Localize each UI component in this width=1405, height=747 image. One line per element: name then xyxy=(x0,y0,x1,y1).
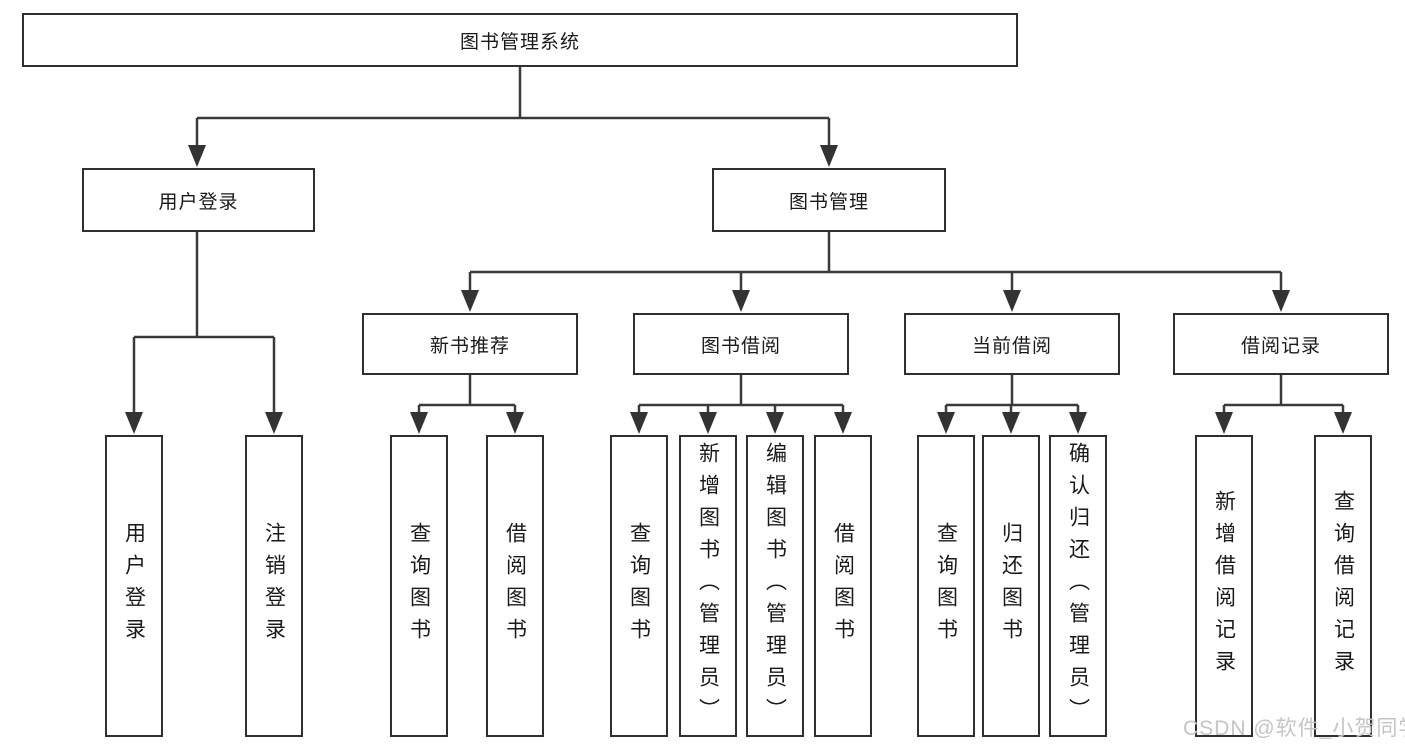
arrow-down-icon xyxy=(410,412,428,434)
arrow-down-icon xyxy=(766,412,784,434)
connector-root-to-level2 xyxy=(188,67,838,167)
connector-book-borrow-to-leaves xyxy=(630,375,852,434)
leaf-return-books: 归还图书 xyxy=(982,435,1040,737)
leaf-borrow-books-newrec: 借阅图书 xyxy=(486,435,544,737)
leaf-query-books-current: 查询图书 xyxy=(917,435,975,737)
node-root-system: 图书管理系统 xyxy=(22,13,1018,67)
arrow-down-icon xyxy=(699,412,717,434)
leaf-label: 新增借阅记录 xyxy=(1212,490,1236,682)
node-borrow-records: 借阅记录 xyxy=(1173,313,1389,375)
leaf-query-books-newrec: 查询图书 xyxy=(390,435,448,737)
node-user-login: 用户登录 xyxy=(82,168,315,232)
arrow-down-icon xyxy=(1003,290,1021,312)
arrow-down-icon xyxy=(461,290,479,312)
leaf-label: 编辑图书（管理员） xyxy=(763,442,787,730)
leaf-borrow-books: 借阅图书 xyxy=(814,435,872,737)
arrow-down-icon xyxy=(1002,412,1020,434)
node-new-book-recommend: 新书推荐 xyxy=(362,313,578,375)
arrow-down-icon xyxy=(125,412,143,434)
leaf-user-login: 用户登录 xyxy=(105,435,163,737)
leaf-label: 查询图书 xyxy=(627,522,651,650)
leaf-label: 查询图书 xyxy=(934,522,958,650)
leaf-label: 借阅图书 xyxy=(503,522,527,650)
arrow-down-icon xyxy=(265,412,283,434)
arrow-down-icon xyxy=(1272,290,1290,312)
leaf-add-books-admin: 新增图书（管理员） xyxy=(679,435,737,737)
arrow-down-icon xyxy=(1334,412,1352,434)
leaf-query-borrow-record: 查询借阅记录 xyxy=(1314,435,1372,737)
connector-book-mgmt-to-level3 xyxy=(461,232,1290,312)
arrow-down-icon xyxy=(937,412,955,434)
leaf-label: 注销登录 xyxy=(262,522,286,650)
arrow-down-icon xyxy=(732,290,750,312)
connector-new-books-to-leaves xyxy=(410,375,524,434)
node-book-borrow: 图书借阅 xyxy=(633,313,849,375)
arrow-down-icon xyxy=(1215,412,1233,434)
arrow-down-icon xyxy=(630,412,648,434)
connector-user-login-to-leaves xyxy=(125,232,283,434)
node-book-management: 图书管理 xyxy=(712,168,946,232)
leaf-add-borrow-record: 新增借阅记录 xyxy=(1195,435,1253,737)
connector-borrow-records-to-leaves xyxy=(1215,375,1352,434)
leaf-query-books-borrow: 查询图书 xyxy=(610,435,668,737)
leaf-label: 新增图书（管理员） xyxy=(696,442,720,730)
leaf-label: 确认归还（管理员） xyxy=(1066,442,1090,730)
leaf-label: 查询借阅记录 xyxy=(1331,490,1355,682)
arrow-down-icon xyxy=(834,412,852,434)
leaf-confirm-return-admin: 确认归还（管理员） xyxy=(1049,435,1107,737)
arrow-down-icon xyxy=(506,412,524,434)
leaf-label: 借阅图书 xyxy=(831,522,855,650)
leaf-logout: 注销登录 xyxy=(245,435,303,737)
arrow-down-icon xyxy=(820,145,838,167)
leaf-label: 查询图书 xyxy=(407,522,431,650)
csdn-watermark: CSDN @软件_小贺同学 xyxy=(1183,717,1405,740)
node-current-borrow: 当前借阅 xyxy=(904,313,1120,375)
leaf-label: 归还图书 xyxy=(999,522,1023,650)
leaf-edit-books-admin: 编辑图书（管理员） xyxy=(746,435,804,737)
arrow-down-icon xyxy=(188,145,206,167)
arrow-down-icon xyxy=(1069,412,1087,434)
connector-current-borrow-to-leaves xyxy=(937,375,1087,434)
leaf-label: 用户登录 xyxy=(122,522,146,650)
